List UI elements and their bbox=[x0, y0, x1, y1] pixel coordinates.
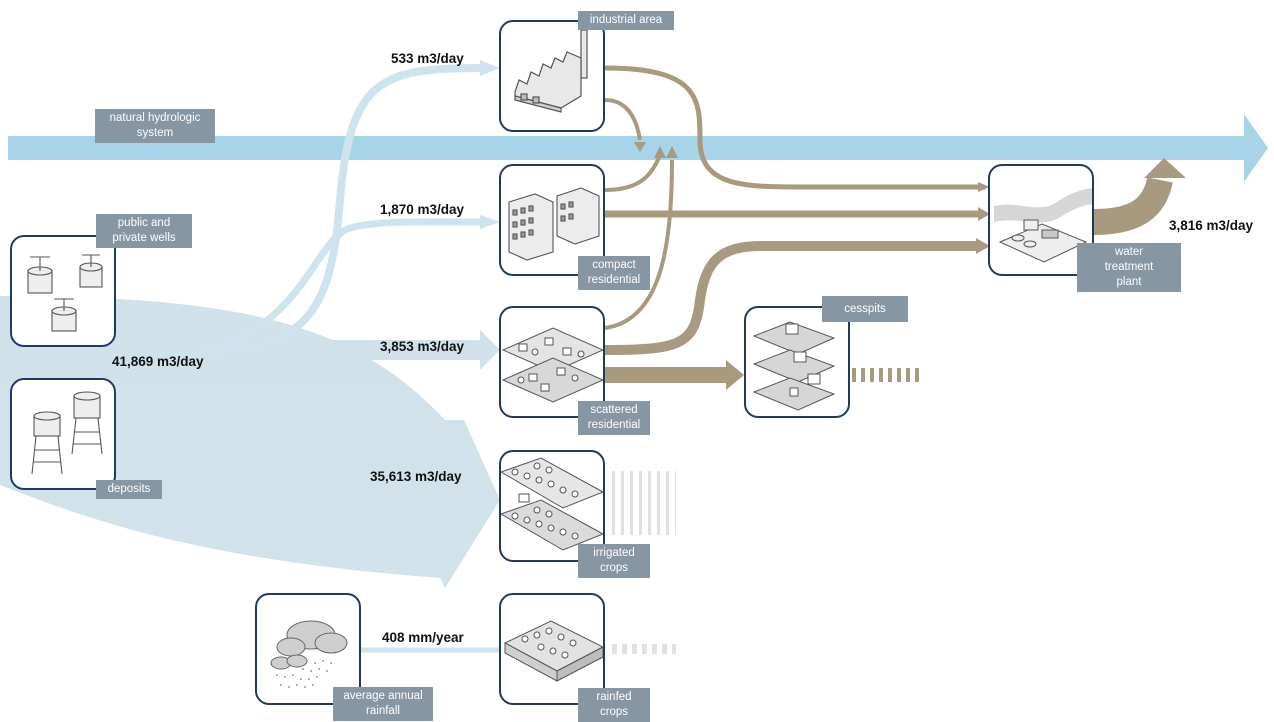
industrial-supply-line bbox=[149, 64, 481, 359]
scattered-houses-icon bbox=[501, 327, 603, 403]
irrigated-crops-label: irrigated crops bbox=[578, 544, 650, 578]
wells-icon bbox=[27, 254, 103, 332]
total-withdrawal-value: 41,869 m3/day bbox=[112, 354, 204, 369]
average-annual-rainfall-node bbox=[255, 593, 361, 705]
rain-cloud-icon bbox=[270, 620, 348, 688]
industrial-flow-value: 533 m3/day bbox=[391, 51, 464, 66]
treatment-plant-icon bbox=[994, 188, 1092, 263]
scattered-to-treatment bbox=[604, 241, 980, 355]
water-treatment-plant-node bbox=[988, 164, 1094, 276]
industrial-to-river bbox=[604, 98, 642, 141]
irrigation-supply-stream bbox=[0, 296, 500, 588]
apartment-buildings-icon bbox=[508, 187, 600, 261]
irrigated-crops-node bbox=[499, 450, 605, 562]
cesspits-label: cesspits bbox=[822, 296, 908, 322]
scattered-to-river bbox=[604, 159, 674, 330]
waste-flows bbox=[604, 65, 1186, 390]
natural-hydrologic-system-label: natural hydrologic system bbox=[95, 109, 215, 143]
compact-supply-line bbox=[149, 218, 481, 361]
industrial-area-label: industrial area bbox=[578, 11, 674, 30]
compact-flow-value: 1,870 m3/day bbox=[380, 202, 465, 217]
rainfall-value: 408 mm/year bbox=[382, 630, 464, 645]
factory-icon bbox=[514, 29, 588, 113]
scattered-residential-label: scattered residential bbox=[578, 401, 650, 435]
scattered-flow-value: 3,853 m3/day bbox=[380, 339, 465, 354]
irrigated-field-icon bbox=[501, 457, 603, 551]
cesspits-icon bbox=[752, 321, 836, 411]
compact-to-river bbox=[604, 154, 662, 192]
industrial-to-treatment bbox=[604, 65, 980, 190]
industrial-area-node bbox=[499, 20, 605, 132]
cesspits-node bbox=[744, 306, 850, 418]
rainfed-field-icon bbox=[503, 620, 603, 682]
treatment-output bbox=[1092, 176, 1173, 235]
scattered-residential-node bbox=[499, 306, 605, 418]
irrigated-flow-value: 35,613 m3/day bbox=[370, 469, 462, 484]
public-private-wells-node bbox=[10, 235, 116, 347]
thin-supply-lines bbox=[149, 60, 500, 653]
water-treatment-plant-label: water treatment plant bbox=[1077, 243, 1181, 292]
deposits-label: deposits bbox=[96, 480, 162, 499]
water-tanks-icon bbox=[31, 391, 103, 475]
rainfed-crops-label: rainfed crops bbox=[578, 688, 650, 722]
treatment-output-value: 3,816 m3/day bbox=[1169, 218, 1254, 233]
compact-residential-label: compact residential bbox=[578, 256, 650, 290]
average-annual-rainfall-label: average annual rainfall bbox=[333, 687, 433, 721]
rainfed-crops-node bbox=[499, 593, 605, 705]
public-private-wells-label: public and private wells bbox=[96, 214, 192, 248]
deposits-node bbox=[10, 378, 116, 490]
infiltration-marks bbox=[612, 368, 920, 654]
